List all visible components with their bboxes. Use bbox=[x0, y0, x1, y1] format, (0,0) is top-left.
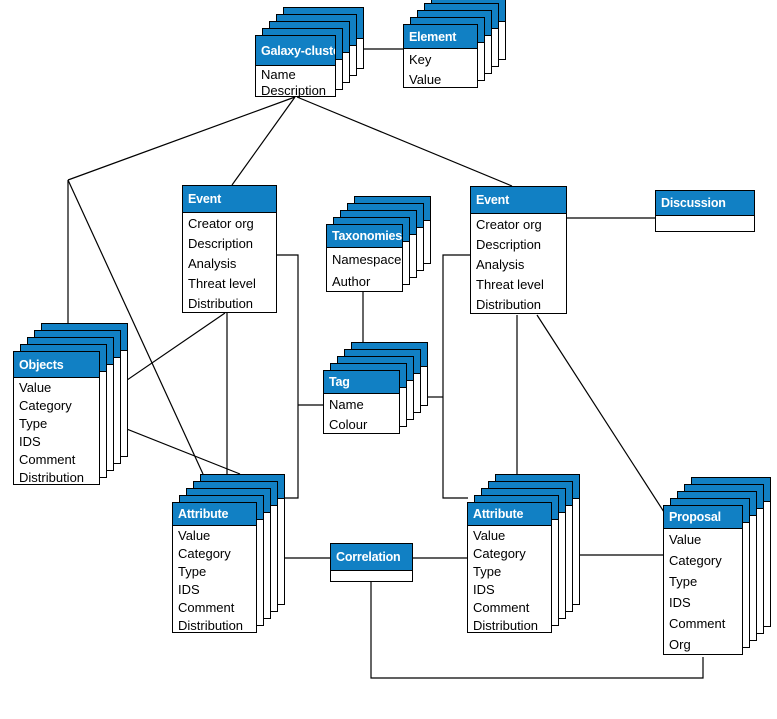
entity-title-attribute-left: Attribute bbox=[173, 503, 256, 526]
edge-galaxy-event-left bbox=[231, 96, 296, 186]
entity-title-attribute-right: Attribute bbox=[468, 503, 551, 526]
entity-title-element: Element bbox=[404, 25, 477, 49]
entity-field: Type bbox=[473, 563, 502, 579]
entity-field: Value bbox=[473, 527, 506, 543]
entity-field: Key bbox=[409, 51, 432, 67]
entity-field: Threat level bbox=[188, 275, 256, 291]
entity-field: Creator org bbox=[476, 216, 542, 232]
entity-field: Description bbox=[261, 82, 327, 98]
entity-field: Namespace bbox=[332, 251, 402, 267]
entity-field: Type bbox=[19, 415, 48, 431]
entity-title-discussion: Discussion bbox=[656, 191, 754, 216]
edge-galaxy-vertex bbox=[67, 96, 296, 181]
entity-field: Author bbox=[332, 273, 371, 289]
edge-event-right-proposal bbox=[536, 314, 665, 513]
entity-title-event-left: Event bbox=[183, 186, 276, 213]
entity-field: IDS bbox=[178, 581, 200, 597]
edge-galaxy-event-right bbox=[296, 96, 513, 187]
entity-title-correlation: Correlation bbox=[331, 544, 412, 571]
entity-field: Comment bbox=[669, 616, 726, 631]
entity-title-tag: Tag bbox=[324, 371, 399, 394]
entity-title-proposal: Proposal bbox=[664, 506, 742, 529]
entity-field: Category bbox=[473, 545, 526, 561]
entity-field: Distribution bbox=[19, 469, 85, 485]
entity-field: Distribution bbox=[178, 617, 244, 633]
entity-field: Creator org bbox=[188, 215, 254, 231]
entity-field: Distribution bbox=[473, 617, 539, 633]
entity-field: Comment bbox=[178, 599, 235, 615]
edge-correlation-proposal bbox=[370, 582, 704, 679]
entity-field: Category bbox=[669, 553, 722, 568]
entity-field: Category bbox=[178, 545, 231, 561]
entity-galaxy-cluster: Galaxy-clusterNameDescription bbox=[255, 35, 336, 98]
entity-field: Description bbox=[476, 236, 542, 252]
entity-field: Distribution bbox=[476, 296, 542, 312]
entity-field: Analysis bbox=[188, 255, 237, 271]
entity-field: Value bbox=[669, 532, 702, 547]
entity-title-event-right: Event bbox=[471, 187, 566, 214]
entity-discussion: Discussion bbox=[655, 190, 755, 232]
entity-field: Colour bbox=[329, 416, 368, 432]
edge-vertex-attribute-left bbox=[67, 179, 204, 475]
entity-field: Name bbox=[329, 396, 364, 412]
entity-title-taxonomies: Taxonomies bbox=[327, 225, 402, 248]
entity-field: Type bbox=[669, 574, 698, 589]
edge-bus-right-event-tag-attribute bbox=[442, 254, 470, 499]
edge-bus-left-event-tag-attribute bbox=[277, 254, 299, 499]
entity-title-objects: Objects bbox=[14, 352, 99, 378]
entity-correlation: Correlation bbox=[330, 543, 413, 582]
entity-field: Value bbox=[19, 379, 52, 395]
edge-event-left-objects bbox=[110, 312, 226, 392]
entity-field: IDS bbox=[473, 581, 495, 597]
entity-field: Category bbox=[19, 397, 72, 413]
entity-field: Description bbox=[188, 235, 254, 251]
entity-field: Analysis bbox=[476, 256, 525, 272]
entity-field: Comment bbox=[19, 451, 76, 467]
entity-field: IDS bbox=[19, 433, 41, 449]
entity-field: Org bbox=[669, 637, 691, 652]
entity-field: IDS bbox=[669, 595, 691, 610]
entity-field: Type bbox=[178, 563, 207, 579]
entity-field: Value bbox=[178, 527, 211, 543]
entity-field: Name bbox=[261, 66, 296, 82]
entity-title-galaxy-cluster: Galaxy-cluster bbox=[256, 36, 335, 66]
entity-field: Value bbox=[409, 71, 442, 87]
entity-field: Comment bbox=[473, 599, 530, 615]
entity-field: Threat level bbox=[476, 276, 544, 292]
entity-field: Distribution bbox=[188, 295, 254, 311]
